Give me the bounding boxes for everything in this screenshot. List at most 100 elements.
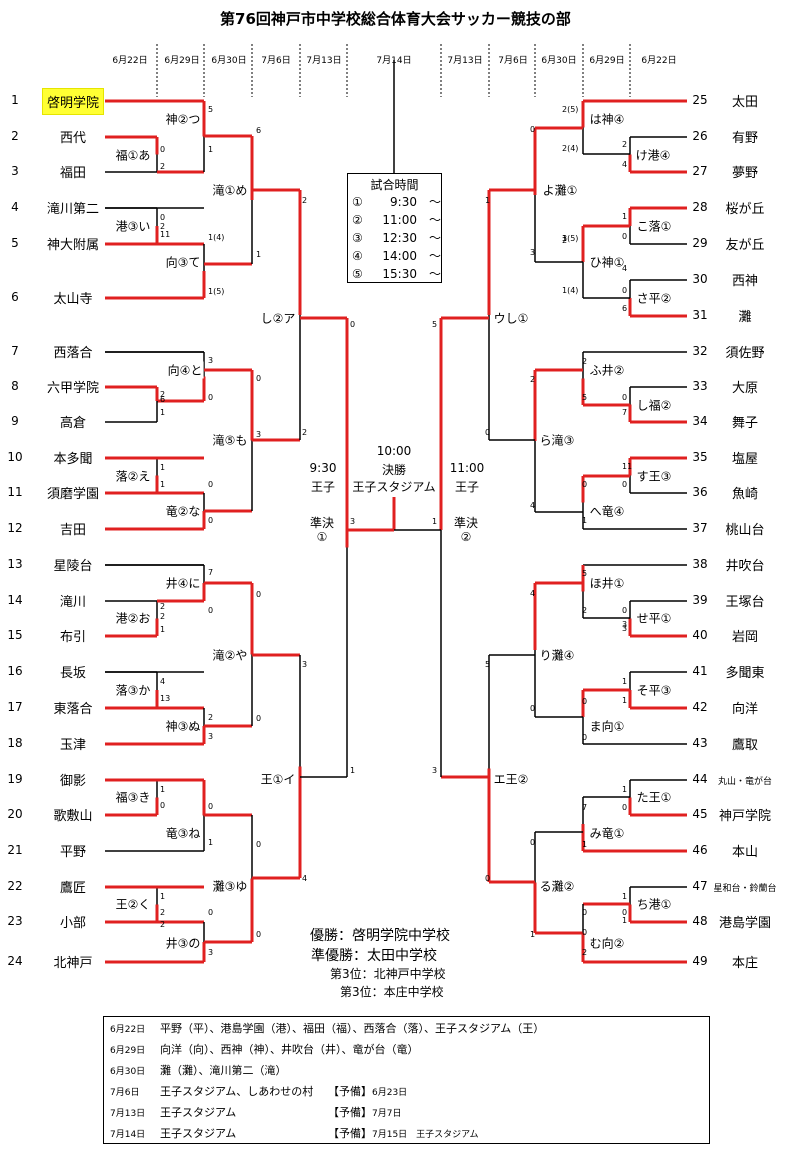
score-label: 6 [622,304,628,313]
score-label: 5 [582,393,588,402]
score-label: 2 [160,222,166,231]
match-time-tilde: 〜 [428,195,441,209]
match-label: 向④と [166,361,204,379]
match-time-value: 15:30 [382,267,417,281]
team-name: 丸山・竜が台 [717,777,773,787]
match-label: 落③か [114,681,152,699]
match-time-tilde: 〜 [428,231,441,245]
match-label: む向② [588,934,626,952]
team-number: 41 [692,664,708,678]
team-number: 30 [692,272,708,286]
team-name: 魚崎 [731,487,759,502]
third-place-2: 第3位：本庄中学校 [340,985,444,999]
score-label: 1 [208,838,214,847]
score-label: 1 [160,625,166,634]
score-label: 1 [208,145,214,154]
team-number: 49 [692,954,708,968]
venue-reserve-date: 7月7日 [372,1109,402,1119]
venue-table: 6月22日平野（平）、港島学園（港）、福田（福）、西落合（落）、王子スタジアム（… [103,1016,710,1144]
team-name: 舞子 [731,416,759,431]
score-label: 1 [622,785,628,794]
score-label: 2(5) [562,105,579,114]
team-number: 23 [7,914,23,928]
team-number: 13 [7,557,23,571]
team-name: 星陵台 [53,559,93,574]
venue-row: 7月6日王子スタジアム、しあわせの村【予備】6月23日 [110,1083,700,1099]
score-label: 0 [622,286,628,295]
match-label: し福② [635,396,673,414]
team-name: 滝川第二 [46,202,100,217]
score-label: 13 [160,694,171,703]
champion-text: 優勝：啓明学院中学校 [310,928,450,944]
semi-right-venue: 王子 [454,480,480,494]
match-label: け港④ [634,146,672,164]
score-label: 0 [582,697,588,706]
venue-row: 6月29日向洋（向）、西神（神）、井吹台（井）、竜が台（竜） [110,1041,419,1057]
match-label: 竜②な [164,502,202,520]
venue-reserve-label: 【予備】 [328,1127,372,1140]
team-name: 太田 [731,95,759,110]
team-number: 34 [692,414,708,428]
match-label: み竜① [588,824,626,842]
score-label: 0 [582,480,588,489]
venue-date: 6月30日 [110,1067,146,1077]
score-label: 3 [208,356,214,365]
score-label: 1(4) [208,233,225,242]
venue-reserve-label: 【予備】 [328,1106,372,1119]
team-name: 塩屋 [731,452,759,467]
match-time-no: ③ [352,231,363,245]
score-label: 5 [432,320,438,329]
score-label: 2 [208,713,214,722]
venue-text: 平野（平）、港島学園（港）、福田（福）、西落合（落）、王子スタジアム（王） [160,1022,545,1035]
team-name: 星和台・鈴蘭台 [713,884,777,894]
match-label: 滝①め [211,181,249,199]
match-label: 王①イ [259,770,297,788]
score-label: 3 [622,620,628,629]
team-name: 高倉 [59,416,87,431]
match-label: 福①あ [114,146,152,164]
team-name: 本多聞 [53,452,93,467]
score-label: 0 [622,480,628,489]
venue-reserve-label: 【予備】 [328,1085,372,1098]
score-label: 4 [622,160,628,169]
team-name: 神大附属 [46,238,100,253]
match-label: ら滝③ [538,431,576,449]
team-number: 14 [7,593,23,607]
team-number: 25 [692,93,708,107]
score-label: 1 [160,892,166,901]
date-left-r3: 6月30日 [211,56,247,66]
score-label: 3 [530,248,536,257]
score-label: 2 [562,236,568,245]
score-label: 4 [530,501,536,510]
score-label: 1 [582,516,588,525]
score-label: 1 [160,408,166,417]
venue-reserve-date: 7月15日 王子スタジアム [372,1130,479,1140]
team-number: 28 [692,200,708,214]
match-label: 井④に [164,574,202,592]
team-number: 32 [692,344,708,358]
score-label: 0 [256,374,262,383]
match-label: へ竜④ [588,502,626,520]
team-number: 10 [7,450,23,464]
team-number: 12 [7,521,23,535]
match-label: 竜③ね [164,824,202,842]
match-time-no: ② [352,213,363,227]
team-number: 19 [7,772,23,786]
venue-text: 王子スタジアム、しあわせの村 [160,1085,314,1098]
score-label: 0 [256,930,262,939]
score-label: 3 [432,766,438,775]
team-number: 16 [7,664,23,678]
team-number: 4 [11,200,19,214]
score-label: 7 [208,568,214,577]
score-label: 5 [485,660,491,669]
score-label: 2 [530,375,536,384]
score-label: 0 [622,232,628,241]
team-name: 井吹台 [725,559,765,574]
score-label: 0 [208,908,214,917]
team-number: 11 [7,485,23,499]
score-label: 7 [622,408,628,417]
match-label: 灘③ゆ [211,877,249,895]
